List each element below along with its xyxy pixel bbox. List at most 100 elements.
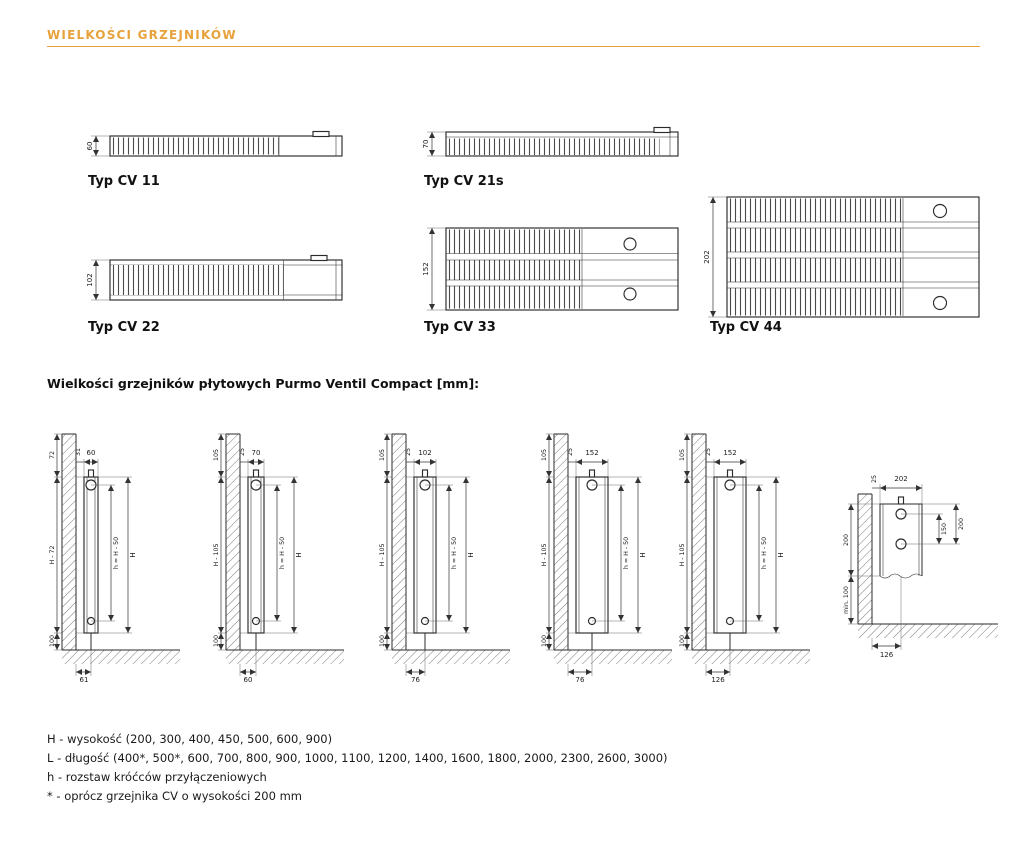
- cv21s-depth-dim: 70: [422, 140, 430, 149]
- side-view-cv11: 60 31 72 H - 72 100 h = H - 50 H 61: [49, 433, 180, 684]
- dim-top-offset: 105: [679, 449, 686, 461]
- cv11-depth-dim: 60: [86, 142, 94, 151]
- dim-wall-gap: 25: [871, 475, 878, 483]
- cross-section-cv11: 60: [86, 130, 343, 157]
- dim-pipe-spacing: h = H - 50: [113, 537, 120, 569]
- floor: [554, 650, 672, 664]
- dim-pipe-spacing: h = H - 50: [761, 537, 768, 569]
- dim-mid-height: H - 105: [379, 543, 386, 566]
- mounting-clip: [310, 254, 328, 262]
- mounting-clip: [312, 130, 330, 138]
- legend-line-pipe-spacing: h - rozstaw króćców przyłączeniowych: [47, 770, 267, 784]
- legend-line-height: H - wysokość (200, 300, 400, 450, 500, 6…: [47, 732, 333, 746]
- cross-section-cv44: 202: [703, 196, 980, 318]
- type-label-cv22: Typ CV 22: [88, 320, 160, 335]
- tapping-hole: [623, 287, 637, 301]
- radiator-outline: [247, 476, 265, 634]
- dim-wall-gap: 25: [567, 448, 574, 456]
- floor: [62, 650, 180, 664]
- dim-bottom-clearance: 100: [213, 635, 220, 647]
- wall: [392, 434, 406, 650]
- side-view-cv33: 152 25 105 H - 105 100 h = H - 50 H 76: [541, 433, 672, 684]
- wall: [226, 434, 240, 650]
- dim-bottom: 76: [576, 676, 585, 684]
- radiator-outline: [83, 476, 99, 634]
- air-vent: [421, 469, 429, 478]
- radiator-outline: [413, 476, 437, 634]
- tapping-hole: [932, 295, 948, 311]
- floor: [692, 650, 810, 664]
- dim-mid-height: H - 105: [541, 543, 548, 566]
- cross-section-cv33: 152: [422, 227, 679, 311]
- cv44-depth-dim: 202: [703, 250, 711, 263]
- dim-bottom-clearance: 100: [379, 635, 386, 647]
- dim-mid-height: H - 72: [49, 545, 56, 564]
- air-vent: [588, 469, 596, 478]
- dim-width: 152: [723, 449, 736, 457]
- dim-top-offset: 72: [49, 451, 56, 459]
- page-title: WIELKOŚCI GRZEJNIKÓW: [47, 28, 237, 42]
- dim-width: 70: [252, 449, 261, 457]
- detail-view-cv44: 202 25 200 min. 100 150 200 126: [843, 475, 998, 659]
- cross-section-cv21s: 70: [422, 126, 679, 157]
- dim-wall-gap: 31: [75, 448, 82, 456]
- dim-left-min: min. 100: [843, 586, 850, 614]
- cv22-depth-dim: 102: [86, 273, 94, 286]
- dim-wall-gap: 25: [239, 448, 246, 456]
- type-label-cv44: Typ CV 44: [710, 320, 782, 335]
- legend-line-footnote: * - oprócz grzejnika CV o wysokości 200 …: [47, 789, 302, 803]
- dim-bottom: 76: [411, 676, 420, 684]
- dim-top-offset: 105: [213, 449, 220, 461]
- tapping-hole: [932, 203, 948, 219]
- dim-total-height: H: [295, 552, 303, 557]
- dim-wall-gap: 25: [405, 448, 412, 456]
- floor: [858, 624, 998, 638]
- dim-pipe-spacing: h = H - 50: [451, 537, 458, 569]
- type-label-cv11: Typ CV 11: [88, 174, 160, 189]
- air-vent: [897, 496, 905, 505]
- type-label-cv21s: Typ CV 21s: [424, 174, 504, 189]
- dim-pipe-spacing: h = H - 50: [279, 537, 286, 569]
- legend: H - wysokość (200, 300, 400, 450, 500, 6…: [47, 730, 668, 806]
- cross-section-cv22: 102: [86, 254, 343, 301]
- dim-total-height: H: [639, 552, 647, 557]
- floor: [392, 650, 510, 664]
- dim-total-height: H: [777, 552, 785, 557]
- side-view-cv21s: 70 25 105 H - 105 100 h = H - 50 H 60: [213, 433, 344, 684]
- dim-bottom-clearance: 100: [679, 635, 686, 647]
- dim-wall-gap: 25: [705, 448, 712, 456]
- legend-line-length: L - długość (400*, 500*, 600, 700, 800, …: [47, 751, 668, 765]
- dim-left-height: 200: [843, 534, 850, 546]
- dim-top-offset: 105: [541, 449, 548, 461]
- dim-right-outer: 200: [958, 518, 965, 530]
- dim-bottom: 60: [244, 676, 253, 684]
- mounting-clip: [653, 126, 671, 134]
- section-heading: Wielkości grzejników płytowych Purmo Ven…: [47, 376, 480, 391]
- air-vent: [87, 469, 95, 478]
- dim-mid-height: H - 105: [679, 543, 686, 566]
- radiator-outline: [713, 476, 747, 634]
- dim-width: 60: [87, 449, 96, 457]
- wall: [554, 434, 568, 650]
- radiator-outline: [575, 476, 609, 634]
- dim-width: 202: [894, 475, 907, 483]
- cv33-depth-dim: 152: [422, 262, 430, 275]
- dim-bottom-clearance: 100: [49, 635, 56, 647]
- title-underline: [47, 46, 980, 47]
- dim-total-height: H: [129, 552, 137, 557]
- dim-mid-height: H - 105: [213, 543, 220, 566]
- wall: [692, 434, 706, 650]
- air-vent: [726, 469, 734, 478]
- dim-width: 102: [418, 449, 431, 457]
- air-vent: [252, 469, 260, 478]
- dim-bottom: 126: [711, 676, 725, 684]
- dim-width: 152: [585, 449, 598, 457]
- dim-pipe-spacing: h = H - 50: [623, 537, 630, 569]
- wall: [62, 434, 76, 650]
- dim-bottom-clearance: 100: [541, 635, 548, 647]
- tapping-hole: [623, 237, 637, 251]
- dim-bottom: 126: [880, 651, 894, 659]
- dim-top-offset: 105: [379, 449, 386, 461]
- type-label-cv33: Typ CV 33: [424, 320, 496, 335]
